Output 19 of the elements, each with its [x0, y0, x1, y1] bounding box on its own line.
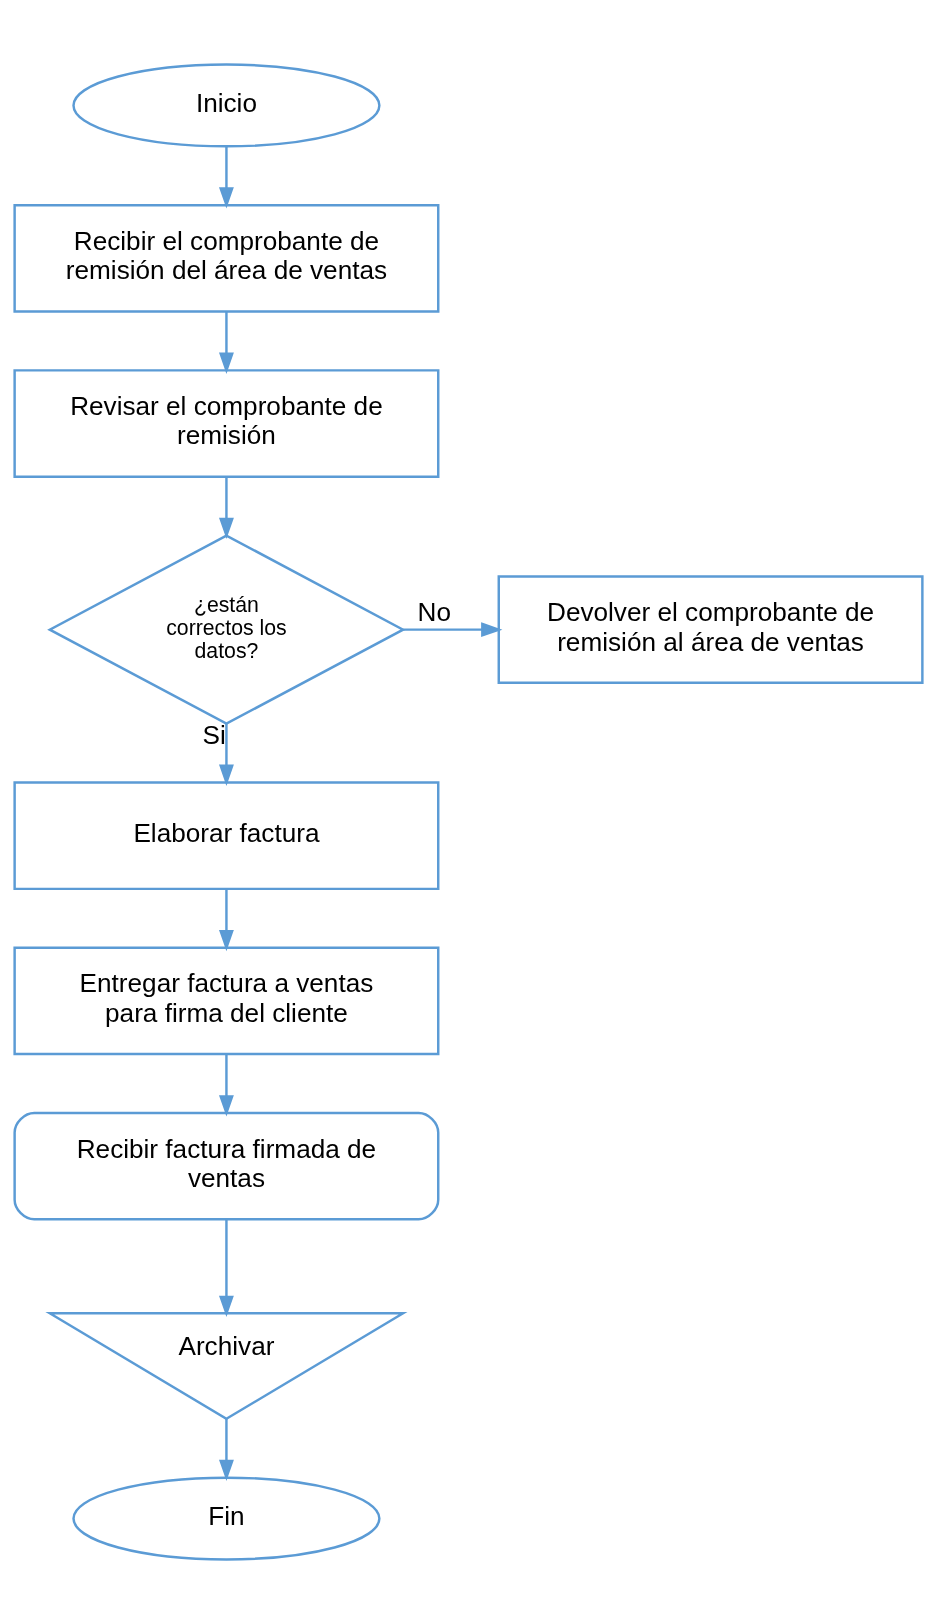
node-ellipse: Inicio: [72, 62, 381, 148]
node-box: Recibir factura firmada de ventas: [13, 1111, 440, 1220]
edge-label: No: [417, 596, 451, 627]
arrow: [219, 476, 234, 539]
arrow: [219, 723, 234, 786]
node-box: Elaborar factura: [13, 780, 440, 890]
arrow: [219, 145, 234, 208]
node-box: Entregar factura a ventas para firma del cliente: [13, 946, 440, 1055]
arrow: [219, 1418, 234, 1481]
node-diamond: ¿están correctos los datos?: [47, 533, 406, 725]
arrow: [219, 311, 234, 374]
node-box: Devolver el comprobante de remisión al área de ventas: [497, 574, 924, 684]
node-ellipse: Fin: [72, 1475, 381, 1561]
arrow: [219, 888, 234, 951]
arrow: [219, 1053, 234, 1116]
node-box: Revisar el comprobante de remisión: [13, 368, 440, 478]
arrow: [219, 1219, 234, 1317]
node-box: Recibir el comprobante de remisión del área de ventas: [13, 203, 440, 313]
arrow: [403, 621, 503, 637]
